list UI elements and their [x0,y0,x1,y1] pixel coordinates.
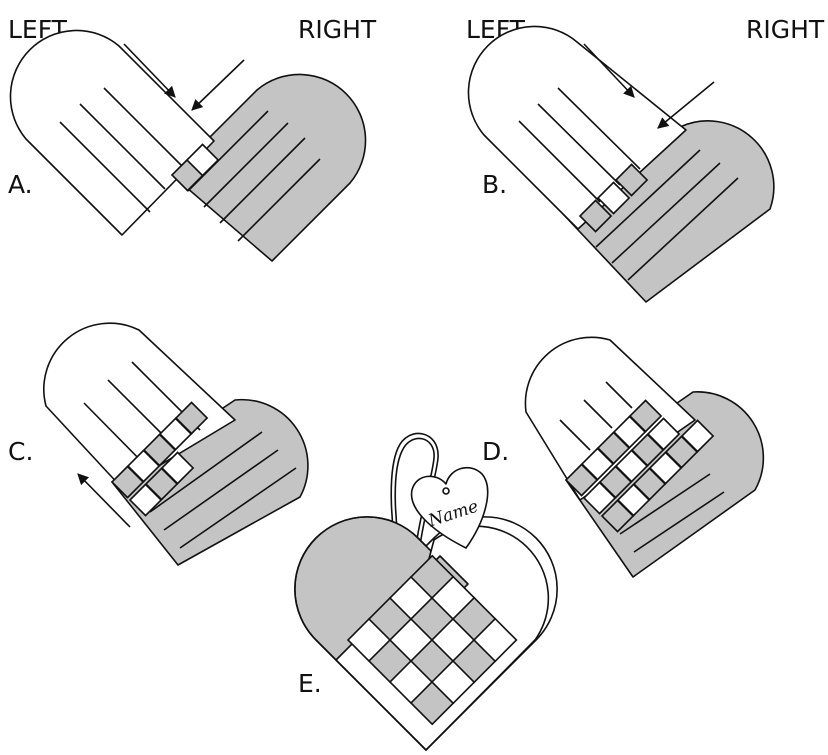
step-b-arrow-left [657,81,715,129]
step-b-label: B. [482,170,507,199]
step-d-cell [680,419,715,453]
step-e-label: E. [298,669,322,698]
step-c-left-piece [43,322,236,489]
name-tag-hole [442,487,450,495]
step-b-cell [614,163,649,197]
step-a-label: A. [8,170,33,199]
step-b-diagram: B. [467,25,775,303]
step-a-diagram: A. [8,29,367,262]
step-a-right-piece [171,73,367,262]
label-right-b: RIGHT [746,15,825,44]
step-d-diagram: D. [482,336,765,578]
step-c-arrow-up [77,473,131,528]
step-d-left-piece [524,336,696,501]
step-a-arrow-down [123,43,176,98]
step-c-right-piece [111,398,309,566]
step-a-cell [185,143,220,177]
step-d-label: D. [482,437,509,466]
step-d-cell [628,399,663,433]
step-b-arrow-down [583,43,635,98]
step-b-cell [578,199,613,233]
step-c-label: C. [8,437,33,466]
label-right-a: RIGHT [298,15,377,44]
step-c-cell [174,401,209,435]
step-c-diagram: C. [8,322,309,566]
name-tag-heart [410,466,489,549]
step-d-cell [646,417,681,451]
step-a-left-piece [9,29,215,236]
step-e-cell [472,617,518,663]
step-c-cell [160,451,195,485]
step-e-diagram: E. Name [294,432,558,751]
step-a-arrow-left [191,59,245,111]
step-b-cell [596,181,631,215]
step-e-heart-outline [294,516,558,751]
name-tag: Name [410,466,489,549]
